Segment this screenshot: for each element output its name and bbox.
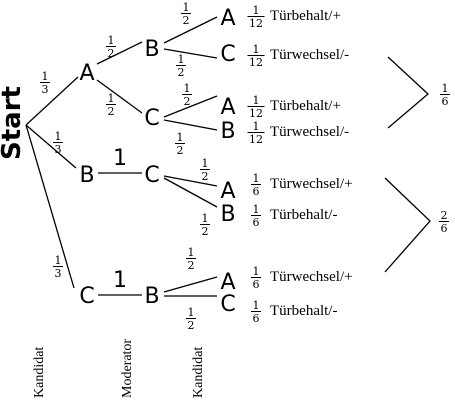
level-label-3: Kandidat (191, 347, 206, 398)
edge-prob-a-b-numerator: 1 (108, 34, 115, 47)
node-C_B_A: A (220, 270, 235, 295)
node-C_B_C: C (220, 292, 235, 317)
edge-prob-c-b: 1 (113, 268, 127, 293)
edge-prob-cb-c-numerator: 1 (188, 306, 195, 319)
node-B_C_B: B (220, 202, 235, 227)
group-sum-group2-numerator: 2 (441, 209, 448, 222)
node-A_B_C: C (220, 42, 235, 67)
edge-prob-ac-b-denominator: 2 (177, 144, 184, 157)
edge-prob-ac-b-numerator: 1 (177, 131, 184, 144)
edge-prob-s-b-denominator: 3 (55, 143, 62, 156)
edge-s-b (25, 124, 77, 169)
edge-prob-ab-a-numerator: 1 (183, 1, 190, 14)
edge-bc-b (163, 177, 218, 208)
node-C_B: B (144, 284, 159, 309)
leaf-prob-C_B_C-denominator: 6 (253, 312, 260, 325)
leaf-prob-A_C_A-denominator: 12 (249, 107, 263, 120)
edge-bc-a (163, 175, 218, 187)
leaf-result-B_C_A: Türwechsel/+ (270, 176, 353, 192)
leaf-result-A_C_A: Türbehalt/+ (270, 98, 341, 114)
edge-prob-a-c-numerator: 1 (108, 92, 115, 105)
leaf-prob-A_B_A-denominator: 12 (249, 17, 263, 30)
leaf-result-B_C_B: Türbehalt/- (270, 207, 337, 223)
edge-prob-cb-c-denominator: 2 (188, 319, 195, 332)
leaf-prob-A_B_A-numerator: 1 (253, 4, 260, 17)
edge-prob-bc-a-denominator: 2 (202, 170, 209, 183)
node-B_C: C (144, 163, 159, 188)
leaf-prob-B_C_B-numerator: 1 (253, 203, 260, 216)
leaf-prob-A_C_B-denominator: 12 (249, 133, 263, 146)
leaf-result-A_B_A: Türbehalt/+ (270, 8, 341, 24)
leaf-prob-B_C_A-numerator: 1 (253, 172, 260, 185)
edge-prob-ab-c-denominator: 2 (178, 66, 185, 79)
edge-a-c (96, 79, 143, 114)
leaf-result-C_B_C: Türbehalt/- (270, 303, 337, 319)
leaf-prob-A_B_C-denominator: 12 (249, 56, 263, 69)
node-A: A (79, 61, 94, 86)
node-A_B: B (144, 37, 159, 62)
edge-prob-s-c-denominator: 3 (55, 267, 62, 280)
node-A_C_B: B (220, 119, 235, 144)
node-B: B (79, 163, 94, 188)
edge-prob-ac-a-numerator: 1 (184, 82, 191, 95)
edge-prob-s-b-numerator: 1 (55, 130, 62, 143)
edge-prob-cb-a-numerator: 1 (188, 246, 195, 259)
edge-a-b (96, 41, 143, 65)
edge-prob-ab-c-numerator: 1 (178, 53, 185, 66)
edge-prob-bc-b-numerator: 1 (202, 212, 209, 225)
edge-prob-a-c-denominator: 2 (108, 105, 115, 118)
leaf-prob-A_C_A-numerator: 1 (253, 94, 260, 107)
edge-ab-c (163, 48, 218, 59)
leaf-prob-B_C_B-denominator: 6 (253, 216, 260, 229)
node-A_B_A: A (220, 6, 235, 31)
node-A_C: C (144, 106, 159, 131)
edge-ac-a (163, 95, 218, 118)
edge-s-a (25, 76, 79, 126)
group-sum-group1-numerator: 1 (442, 82, 449, 95)
group-sum-group1-denominator: 6 (442, 95, 449, 108)
level-label-1: Kandidat (32, 347, 47, 398)
leaf-result-A_C_B: Türwechsel/- (270, 124, 349, 140)
edge-ac-b (163, 119, 218, 131)
start-label: Start (0, 86, 27, 160)
leaf-prob-A_C_B-numerator: 1 (253, 120, 260, 133)
edge-prob-s-c-numerator: 1 (55, 254, 62, 267)
edge-prob-ac-a-denominator: 2 (184, 95, 191, 108)
group-bracket-group2 (384, 177, 431, 273)
group-sum-group2-denominator: 6 (441, 222, 448, 235)
edge-prob-bc-a-numerator: 1 (202, 157, 209, 170)
leaf-result-A_B_C: Türwechsel/- (270, 47, 349, 63)
edge-cb-a (163, 276, 218, 293)
leaf-prob-A_B_C-numerator: 1 (253, 43, 260, 56)
edge-prob-ab-a-denominator: 2 (183, 14, 190, 27)
edge-prob-s-a-numerator: 1 (42, 70, 49, 83)
edge-prob-bc-b-denominator: 2 (202, 225, 209, 238)
edge-prob-cb-a-denominator: 2 (188, 259, 195, 272)
edge-prob-s-a-denominator: 3 (42, 83, 49, 96)
node-C: C (79, 284, 94, 309)
node-B_C_A: A (220, 179, 235, 204)
group-bracket-group1 (387, 56, 429, 129)
leaf-prob-C_B_A-numerator: 1 (253, 265, 260, 278)
edge-prob-a-b-denominator: 2 (108, 47, 115, 60)
leaf-prob-C_B_C-numerator: 1 (253, 299, 260, 312)
edge-ab-a (163, 16, 218, 44)
leaf-prob-C_B_A-denominator: 6 (253, 278, 260, 291)
leaf-result-C_B_A: Türwechsel/+ (270, 269, 353, 285)
edge-prob-b-c: 1 (113, 146, 127, 171)
leaf-prob-B_C_A-denominator: 6 (253, 185, 260, 198)
edge-s-c (25, 124, 75, 289)
level-label-2: Moderator (120, 339, 135, 398)
node-A_C_A: A (220, 95, 235, 120)
